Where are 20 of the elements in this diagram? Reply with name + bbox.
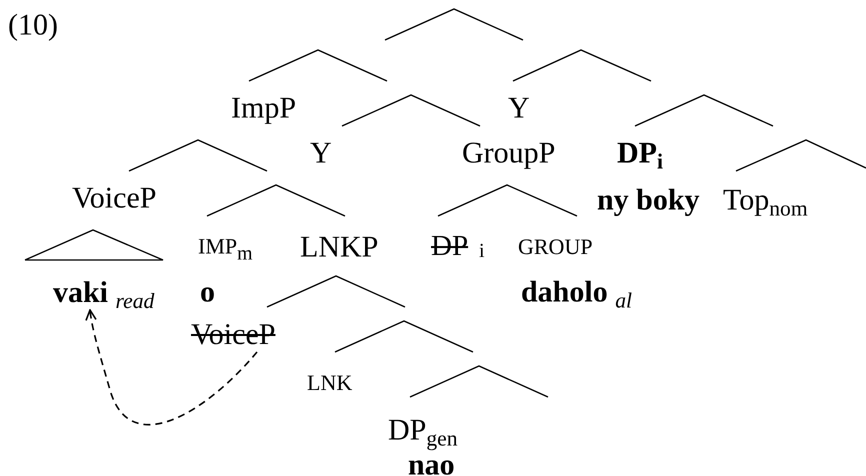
tree-label: DP$_{i}$ xyxy=(617,136,663,170)
tree-label: Y xyxy=(508,92,530,124)
tree-label: GroupP xyxy=(462,136,556,170)
tree-label: Y xyxy=(310,136,332,170)
tree-label: LNK xyxy=(307,370,352,396)
tree-label: DP xyxy=(431,231,468,263)
tree-label: LNKP xyxy=(300,230,378,264)
tree-label: VoiceP xyxy=(72,182,156,214)
tree-label: ImpP xyxy=(231,92,296,124)
example-number: (10) xyxy=(8,8,58,42)
tree-label: o xyxy=(200,276,215,308)
tree-label: daholo $_{al}$ xyxy=(521,276,632,308)
tree-node-label: VoiceP xyxy=(191,318,289,352)
tree-label: ny boky xyxy=(597,184,700,216)
tree-label: IMP$_{m}$ xyxy=(198,234,253,260)
tree-label: Top$_{nom}$ xyxy=(723,184,808,216)
tree-label: i xyxy=(479,240,485,262)
movement-arrow xyxy=(85,309,258,426)
tree-node-label: vaki $_{read}$ xyxy=(53,276,165,310)
tree-label: GROUP xyxy=(518,234,593,260)
